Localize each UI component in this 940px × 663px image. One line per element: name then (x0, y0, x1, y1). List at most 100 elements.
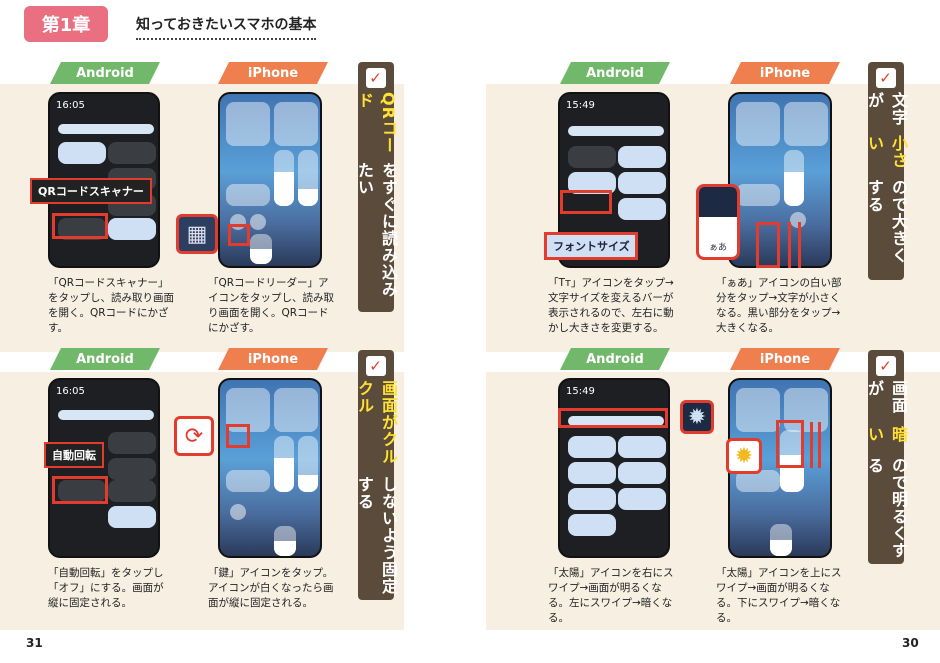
page-number-right: 30 (902, 636, 919, 650)
media-tile (274, 388, 318, 432)
caption-text-android: 「Tт」アイコンをタップ→文字サイズを変えるバーが表示されるので、左右に動かし大… (548, 277, 674, 334)
iphone-screenshot (218, 378, 322, 558)
auto-rotate-callout: 自動回転 (44, 442, 104, 468)
chapter-badge: 第1章 (24, 6, 108, 42)
android-phone-screenshot: 15:49 (558, 378, 670, 558)
text-size-slider (250, 234, 272, 264)
qs-tile (108, 480, 156, 502)
tag-iphone: iPhone (218, 348, 328, 370)
brightness-bar-highlight (558, 408, 668, 428)
focus-tile (736, 470, 780, 492)
heading-rotate: ✓ 画面がクルクルしないよう固定する (355, 350, 398, 600)
qr-reader-highlight (228, 224, 250, 246)
caption-brightness-android: 「太陽」アイコンを右にスワイプ→画面が明るくなる。左にスワイプ→暗くなる。 (548, 567, 674, 624)
qs-tile (58, 142, 106, 164)
focus-tile (736, 184, 780, 206)
page-number-left: 31 (26, 636, 43, 650)
heading-text-highlight: 小さい (865, 135, 908, 170)
control-button (230, 504, 246, 520)
qs-tile (568, 436, 616, 458)
text-size-label: ぁあ (708, 243, 727, 253)
qs-tile (568, 462, 616, 484)
status-time: 16:05 (56, 100, 85, 111)
connectivity-tile (736, 102, 780, 146)
qs-tile (108, 458, 156, 480)
qs-tile (58, 218, 106, 240)
qs-tile (618, 198, 666, 220)
brightness-bar (568, 126, 664, 136)
qs-tile (618, 462, 666, 484)
check-icon: ✓ (366, 68, 386, 88)
tag-iphone: iPhone (730, 348, 840, 370)
heading-rotate-highlight: 画面がクルクル (355, 380, 398, 465)
tag-android: Android (50, 62, 160, 84)
heading-qr-text: をすぐに読み込みたい (355, 161, 398, 298)
caption-qr-android: 「QRコードスキャナー」をタップし、読み取り画面を開く。QRコードにかざす。 (48, 277, 174, 334)
caption-qr-iphone: 「QRコードリーダー」アイコンをタップし、読み取り画面を開く。QRコードにかざす… (208, 277, 334, 334)
text-size-slider (770, 524, 792, 556)
caption-rotate-iphone: 「鍵」アイコンをタップ。アイコンが白くなったら画面が縦に固定される。 (208, 567, 334, 609)
qr-reader-zoom: ▦ (176, 214, 218, 254)
qs-tile (568, 488, 616, 510)
qs-tile (618, 436, 666, 458)
text-size-slider (274, 526, 296, 556)
brightness-zoom-android: ✹ (680, 400, 714, 434)
chapter-rule-divider (136, 38, 316, 40)
tag-android: Android (560, 348, 670, 370)
status-time: 15:49 (566, 100, 595, 111)
brightness-slider (784, 150, 804, 206)
control-button (790, 212, 806, 228)
font-size-label: フォントサイズ (553, 240, 630, 253)
iphone-screenshot (728, 92, 832, 268)
auto-rotate-highlight (52, 476, 108, 504)
text-size-control-highlight (756, 222, 780, 268)
heading-text-pre: 文字が (865, 92, 908, 126)
font-size-callout: フォントサイズ (544, 232, 638, 260)
brightness-slider (274, 436, 294, 492)
tag-android: Android (560, 62, 670, 84)
qs-tile (568, 146, 616, 168)
android-phone-screenshot: 16:05 (48, 378, 160, 558)
qs-tile (618, 172, 666, 194)
qs-tile (568, 172, 616, 194)
caption-rotate-android: 「自動回転」をタップし「オフ」にする。画面が縦に固定される。 (48, 567, 164, 609)
status-time: 16:05 (56, 386, 85, 397)
qs-tile (108, 432, 156, 454)
tag-iphone: iPhone (218, 62, 328, 84)
chapter-title: 知っておきたいスマホの基本 (136, 17, 317, 33)
brightness-slider (274, 150, 294, 206)
caption-brightness-iphone: 「太陽」アイコンを上にスワイプ→画面が明るくなる。下にスワイプ→暗くなる。 (716, 567, 842, 624)
heading-rotate-text: しないよう固定する (355, 476, 398, 596)
media-tile (784, 102, 828, 146)
qs-tile (108, 506, 156, 528)
focus-tile (226, 184, 270, 206)
heading-qr-highlight: QRコード (355, 92, 398, 154)
tag-iphone: iPhone (730, 62, 840, 84)
sun-icon: ✹ (734, 443, 754, 469)
down-arrow (818, 422, 821, 468)
brightness-bar (58, 124, 154, 134)
brightness-bar (58, 410, 154, 420)
heading-text-size: ✓ 文字が小さいので大きくする (865, 62, 908, 280)
text-size-white-part: ぁあ (699, 217, 737, 257)
up-arrow (788, 222, 791, 268)
control-button (250, 214, 266, 230)
qr-scanner-callout: QRコードスキャナー (30, 178, 152, 204)
tag-android: Android (50, 348, 160, 370)
qs-tile (568, 514, 616, 536)
check-icon: ✓ (876, 68, 896, 88)
down-arrow (798, 222, 801, 268)
qs-tile (618, 146, 666, 168)
sun-icon: ✹ (687, 404, 707, 430)
font-size-tile-highlight (560, 190, 612, 214)
up-arrow (810, 422, 813, 468)
text-size-dark-part (699, 187, 737, 217)
connectivity-tile (226, 102, 270, 146)
brightness-bar (568, 416, 664, 426)
check-icon: ✓ (366, 356, 386, 376)
text-size-zoom: ぁあ (696, 184, 740, 260)
heading-dark-rest: ので明るくする (865, 456, 908, 559)
qr-code-icon: ▦ (186, 221, 208, 247)
focus-tile (226, 470, 270, 492)
